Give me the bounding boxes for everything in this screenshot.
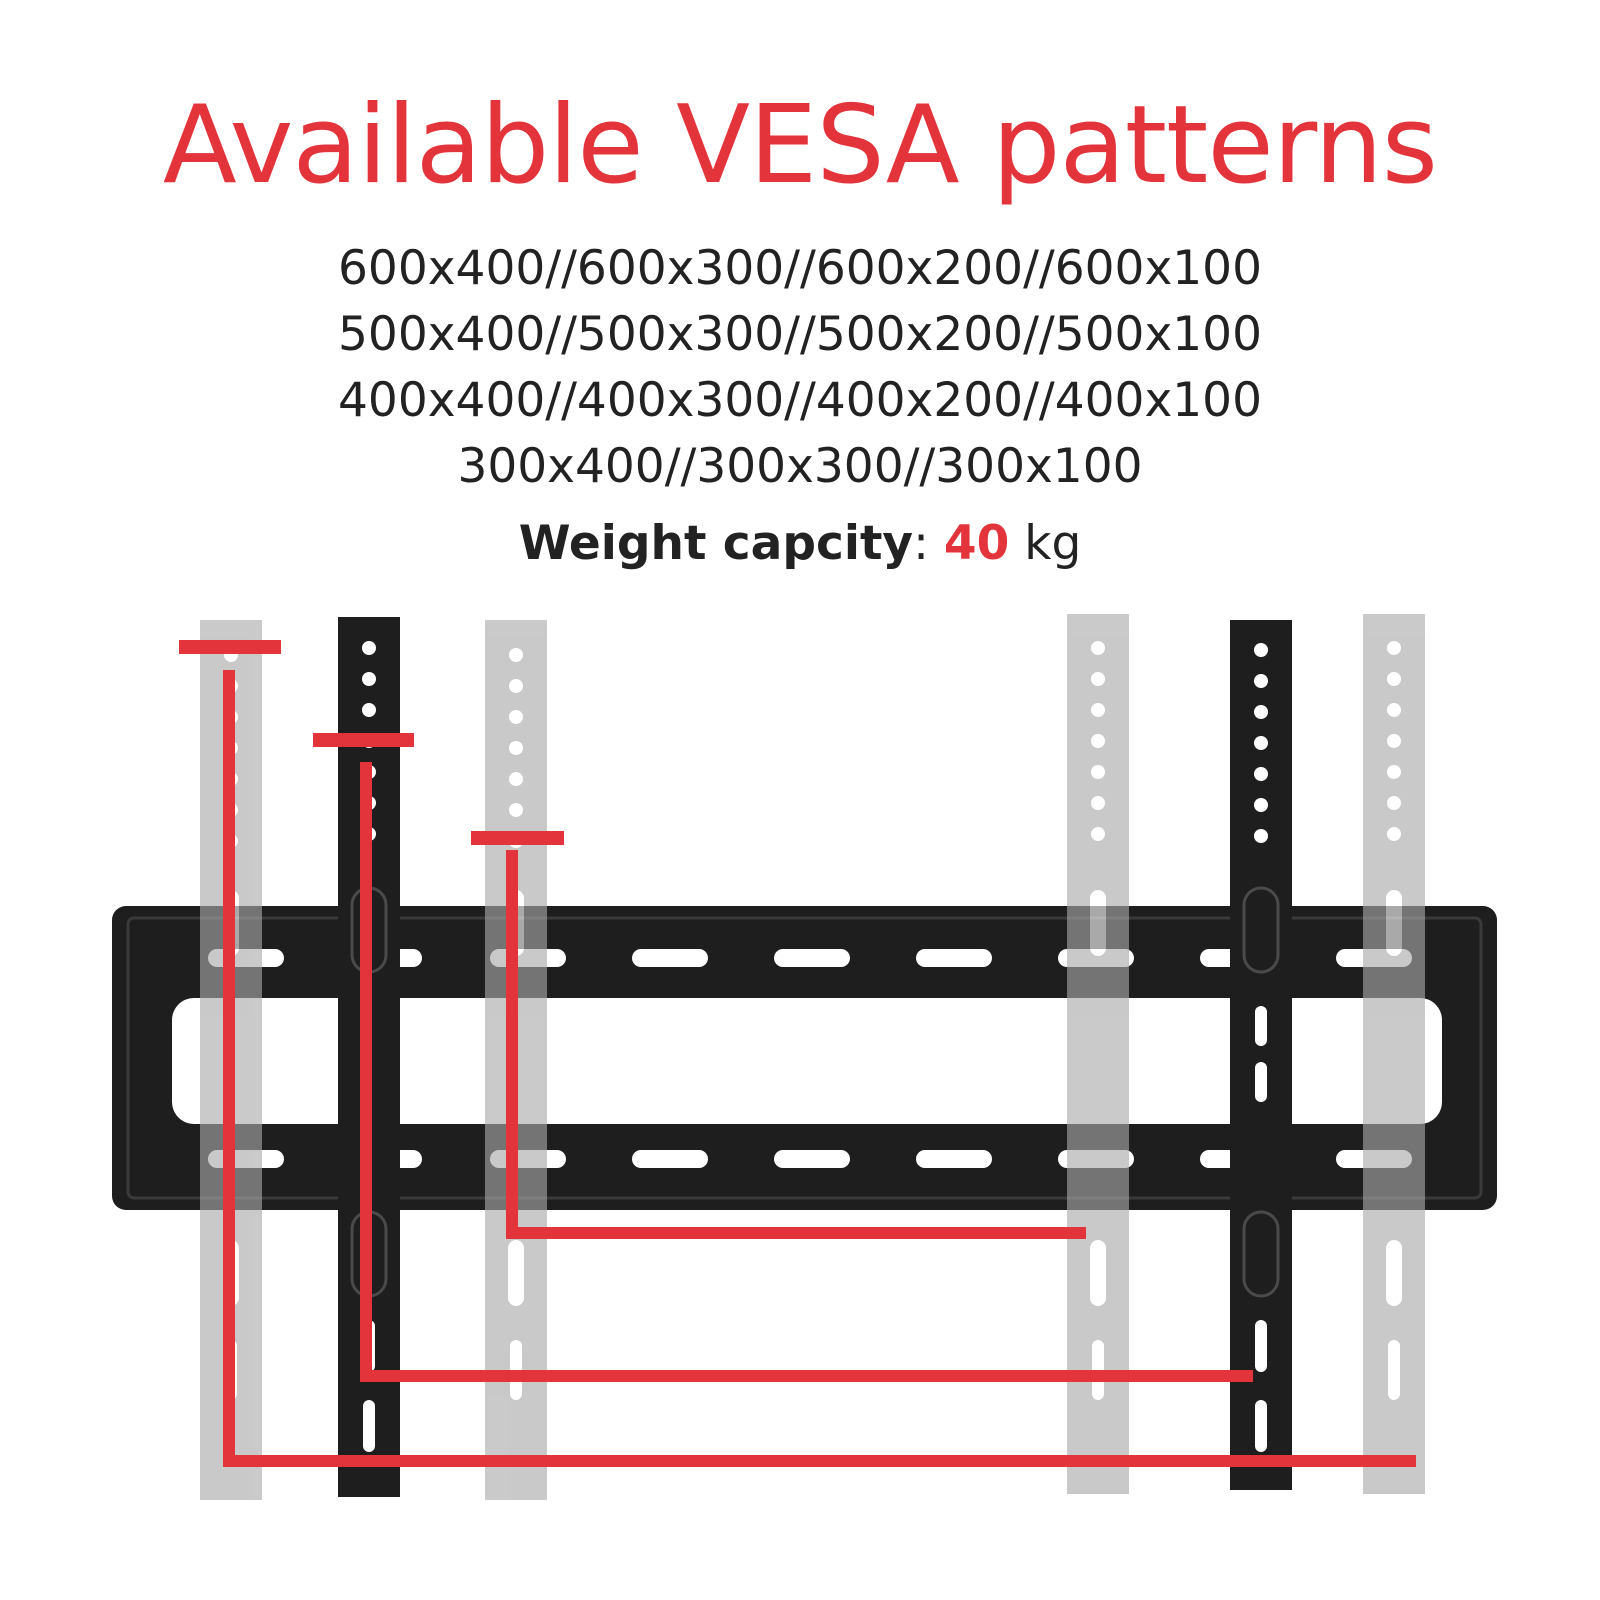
vertical-arm-icon (1230, 620, 1292, 1490)
weight-value: 40 (943, 516, 1010, 571)
weight-capacity: Weight capcity: 40 kg (0, 514, 1600, 574)
vesa-pattern-row: 500x400//500x300//500x200//500x100 (338, 307, 1262, 362)
vesa-pattern-row: 600x400//600x300//600x200//600x100 (338, 241, 1262, 296)
vesa-pattern-list: 600x400//600x300//600x200//600x100 500x4… (0, 236, 1600, 500)
weight-separator: : (913, 516, 929, 571)
dimension-lines (179, 640, 1416, 1467)
vesa-pattern-row: 300x400//300x300//300x100 (457, 439, 1143, 494)
vertical-arm-icon (1067, 614, 1129, 1494)
page-title: Available VESA patterns (162, 83, 1438, 208)
weight-unit: kg (1024, 516, 1082, 571)
vesa-pattern-row: 400x400//400x300//400x200//400x100 (338, 373, 1262, 428)
weight-label: Weight capcity (518, 516, 914, 571)
vertical-arm-icon (1363, 614, 1425, 1494)
